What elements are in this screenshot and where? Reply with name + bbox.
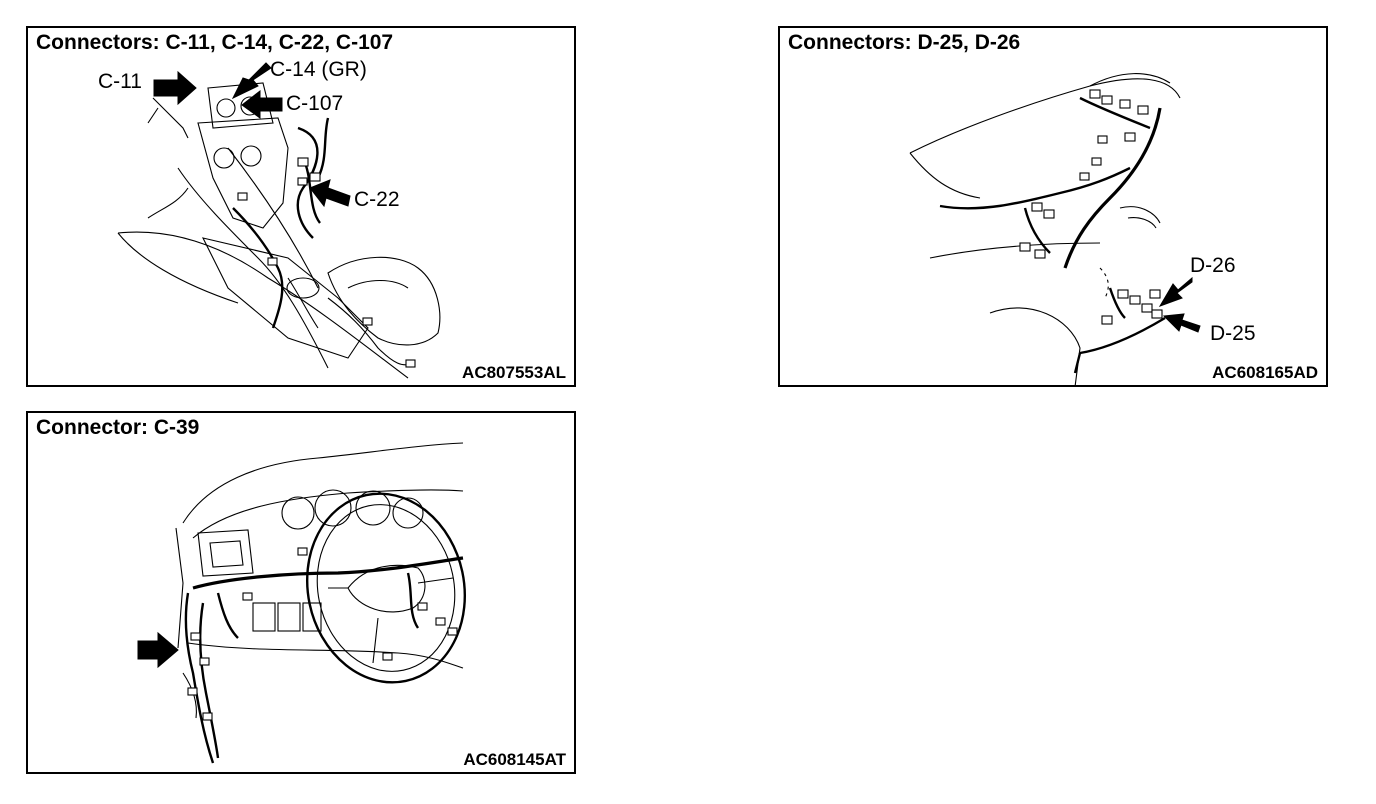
panel-title: Connector: C-39 bbox=[36, 416, 200, 439]
callout-c11: C-11 bbox=[98, 70, 142, 93]
arrow-c11 bbox=[153, 70, 197, 106]
figure-code: AC807553AL bbox=[462, 363, 566, 382]
panel-rear-connectors: Connectors: D-25, D-26 D-26 D-25 AC60816… bbox=[778, 26, 1328, 387]
console-illustration bbox=[117, 62, 441, 379]
figure-code: AC608145AT bbox=[463, 750, 566, 769]
arrow-c14 bbox=[231, 62, 272, 100]
callout-c22: C-22 bbox=[354, 188, 400, 211]
dash-illustration bbox=[137, 442, 467, 764]
callout-c14: C-14 (GR) bbox=[270, 58, 367, 81]
rear-illustration bbox=[909, 73, 1201, 385]
arrow-c39 bbox=[137, 631, 179, 669]
arrow-c107 bbox=[241, 89, 283, 119]
panel-title: Connectors: D-25, D-26 bbox=[788, 31, 1021, 54]
arrow-c22 bbox=[309, 179, 351, 208]
panel-console-connectors: Connectors: C-11, C-14, C-22, C-107 C-11… bbox=[26, 26, 576, 387]
callout-d26: D-26 bbox=[1190, 254, 1236, 277]
callout-d25: D-25 bbox=[1210, 322, 1256, 345]
panel-title: Connectors: C-11, C-14, C-22, C-107 bbox=[36, 31, 394, 54]
arrow-d26 bbox=[1158, 276, 1193, 307]
callout-c107: C-107 bbox=[286, 92, 344, 115]
panel-dash-connector: Connector: C-39 AC608145AT bbox=[26, 411, 576, 774]
figure-code: AC608165AD bbox=[1212, 363, 1318, 382]
arrow-d25 bbox=[1162, 313, 1201, 333]
